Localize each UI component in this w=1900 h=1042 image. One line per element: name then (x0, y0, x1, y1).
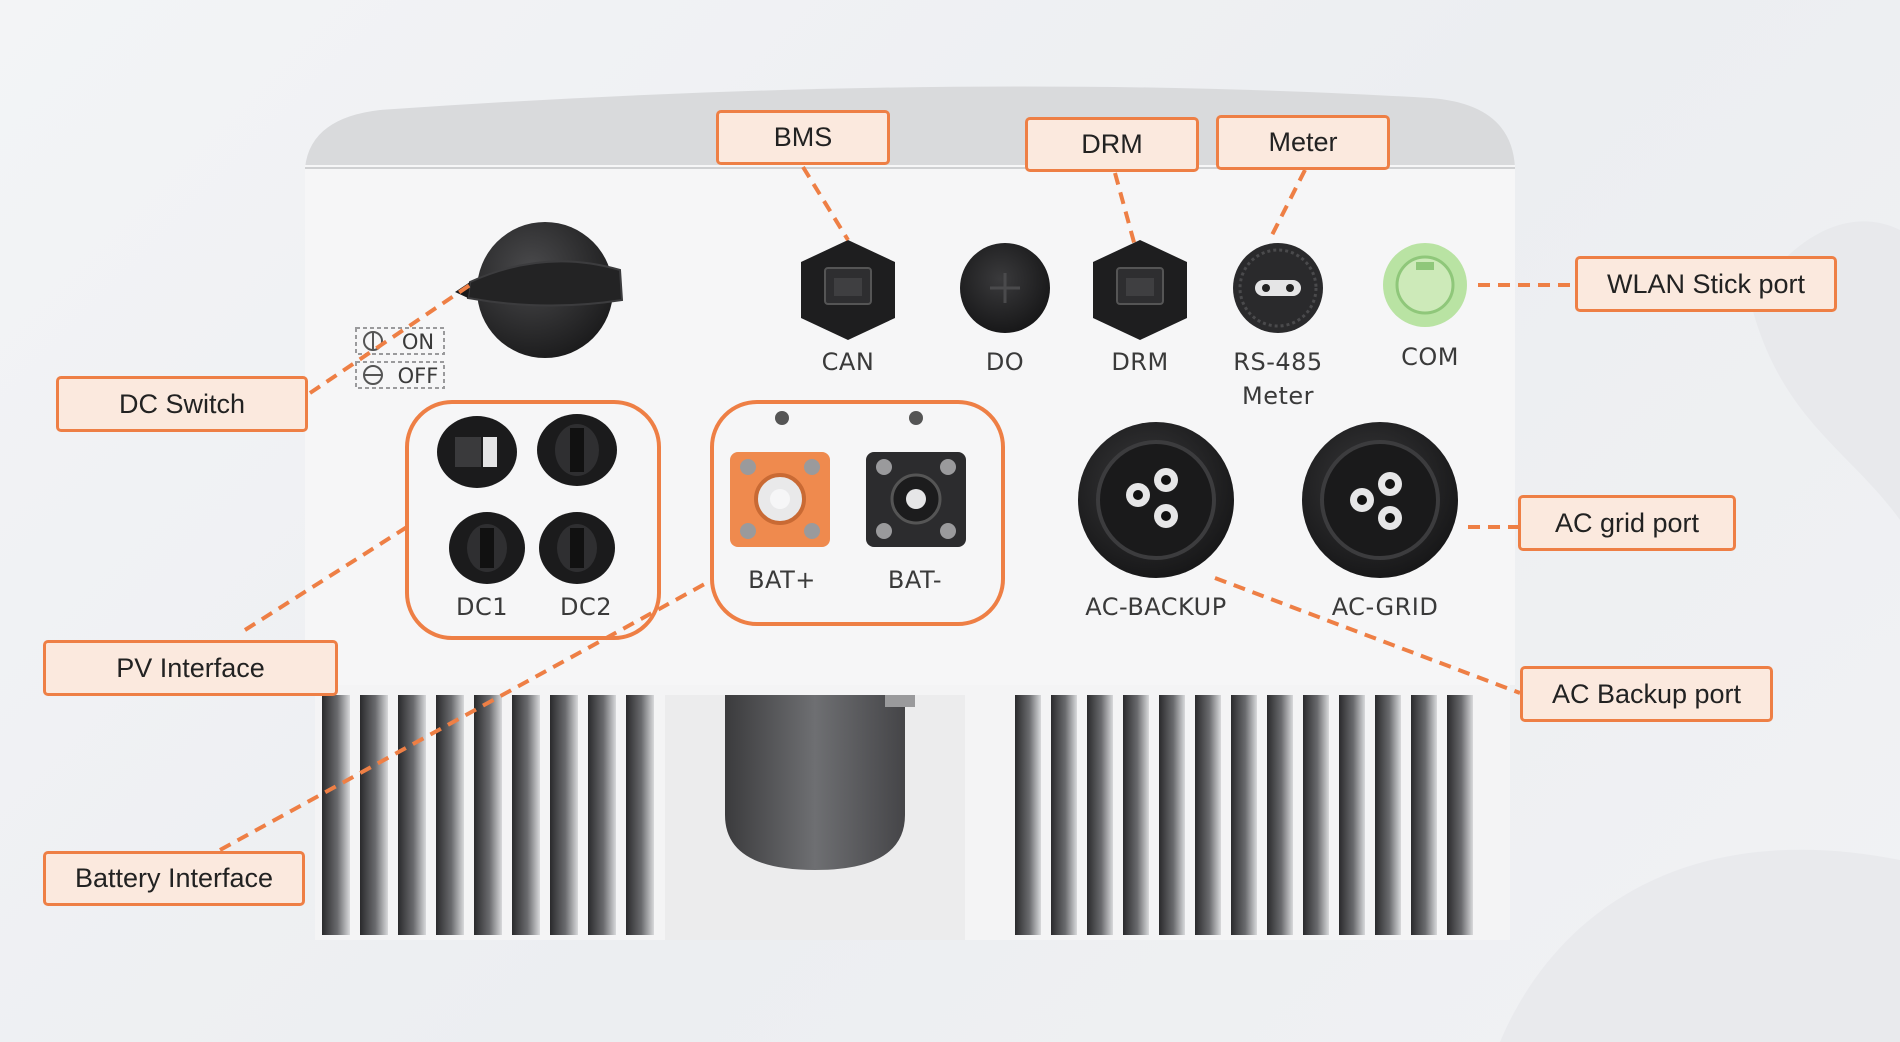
com-label: COM (1401, 343, 1459, 371)
heatsink-fin (550, 695, 578, 935)
can-port[interactable] (801, 240, 895, 340)
heatsink-fin (512, 695, 540, 935)
callout-wlan-stick-port: WLAN Stick port (1575, 256, 1837, 312)
heatsink-fin (360, 695, 388, 935)
heatsink-fin (1159, 695, 1185, 935)
callout-battery-interface: Battery Interface (43, 851, 305, 906)
ac-grid-port[interactable] (1302, 422, 1458, 578)
callout-dc-switch: DC Switch (56, 376, 308, 432)
heatsink-fin (398, 695, 426, 935)
pv-connector-dc2-plus[interactable] (537, 414, 617, 486)
do-port[interactable] (960, 243, 1050, 333)
heatsink-fin (1339, 695, 1365, 935)
heatsink-fin (322, 695, 350, 935)
leader-dc-switch (308, 283, 472, 395)
switch-on-label: ON (401, 330, 435, 354)
heatsink-fin (1231, 695, 1257, 935)
battery-interface-highlight (710, 400, 1005, 626)
background-swoosh (1500, 849, 1900, 1042)
heatsink-fin (1267, 695, 1293, 935)
drm-label: DRM (1111, 348, 1169, 376)
heatsink-fin (436, 695, 464, 935)
callout-ac-grid-port: AC grid port (1518, 495, 1736, 551)
leader-ac-backup (1214, 576, 1521, 695)
heatsink-fin (1015, 695, 1041, 935)
dc1-label: DC1 (455, 593, 508, 621)
switch-position-markers (355, 327, 445, 389)
ac-grid-label: AC-GRID (1331, 593, 1439, 621)
callout-bms: BMS (716, 110, 890, 165)
dc-switch-knob[interactable] (455, 222, 624, 358)
callout-pv-interface: PV Interface (43, 640, 338, 696)
heatsink-fin (1087, 695, 1113, 935)
com-port[interactable] (1383, 243, 1467, 327)
ac-backup-port[interactable] (1078, 422, 1234, 578)
heatsink-fin (1375, 695, 1401, 935)
rs485-label: RS-485 (1233, 348, 1323, 376)
pv-connector-dc1-minus[interactable] (449, 512, 525, 584)
leader-lines (219, 165, 1575, 852)
heatsink-fin (474, 695, 502, 935)
bat-plus-label: BAT+ (748, 566, 816, 594)
leader-bms (801, 165, 850, 242)
heatsink-fin (1195, 695, 1221, 935)
inverter-top-cap (305, 86, 1515, 168)
rs485-meter-port[interactable] (1233, 243, 1323, 333)
heatsink-fin (1411, 695, 1437, 935)
ac-backup-label: AC-BACKUP (1085, 593, 1227, 621)
callout-drm: DRM (1025, 117, 1199, 172)
heatsink-fin (1123, 695, 1149, 935)
can-label: CAN (821, 348, 875, 376)
callout-ac-backup-port: AC Backup port (1520, 666, 1773, 722)
rs485-meter-label: Meter (1241, 382, 1314, 410)
pv-connector-dc2-minus[interactable] (539, 512, 615, 584)
heatsink-fin (1303, 695, 1329, 935)
do-label: DO (985, 348, 1025, 376)
leader-drm (1113, 172, 1137, 247)
leader-battery (219, 578, 713, 852)
heatsink-fins-right (1015, 695, 1473, 935)
heatsink-fin (626, 695, 654, 935)
battery-terminal-minus[interactable] (866, 452, 966, 547)
callout-meter: Meter (1216, 115, 1390, 170)
heatsink-fin (1447, 695, 1473, 935)
pv-interface-highlight (405, 400, 661, 640)
bat-minus-label: BAT- (887, 566, 943, 594)
switch-off-label: OFF (397, 364, 439, 388)
drm-port[interactable] (1093, 240, 1187, 340)
leader-pv (243, 525, 409, 632)
battery-terminal-plus[interactable] (730, 452, 830, 547)
heatsink-fins-left (322, 695, 654, 935)
cooling-fan (665, 695, 965, 940)
heatsink-fin (588, 695, 616, 935)
dc2-label: DC2 (559, 593, 612, 621)
heatsink-fin (1051, 695, 1077, 935)
pv-connector-dc1-plus[interactable] (437, 416, 517, 488)
leader-meter (1270, 169, 1307, 236)
